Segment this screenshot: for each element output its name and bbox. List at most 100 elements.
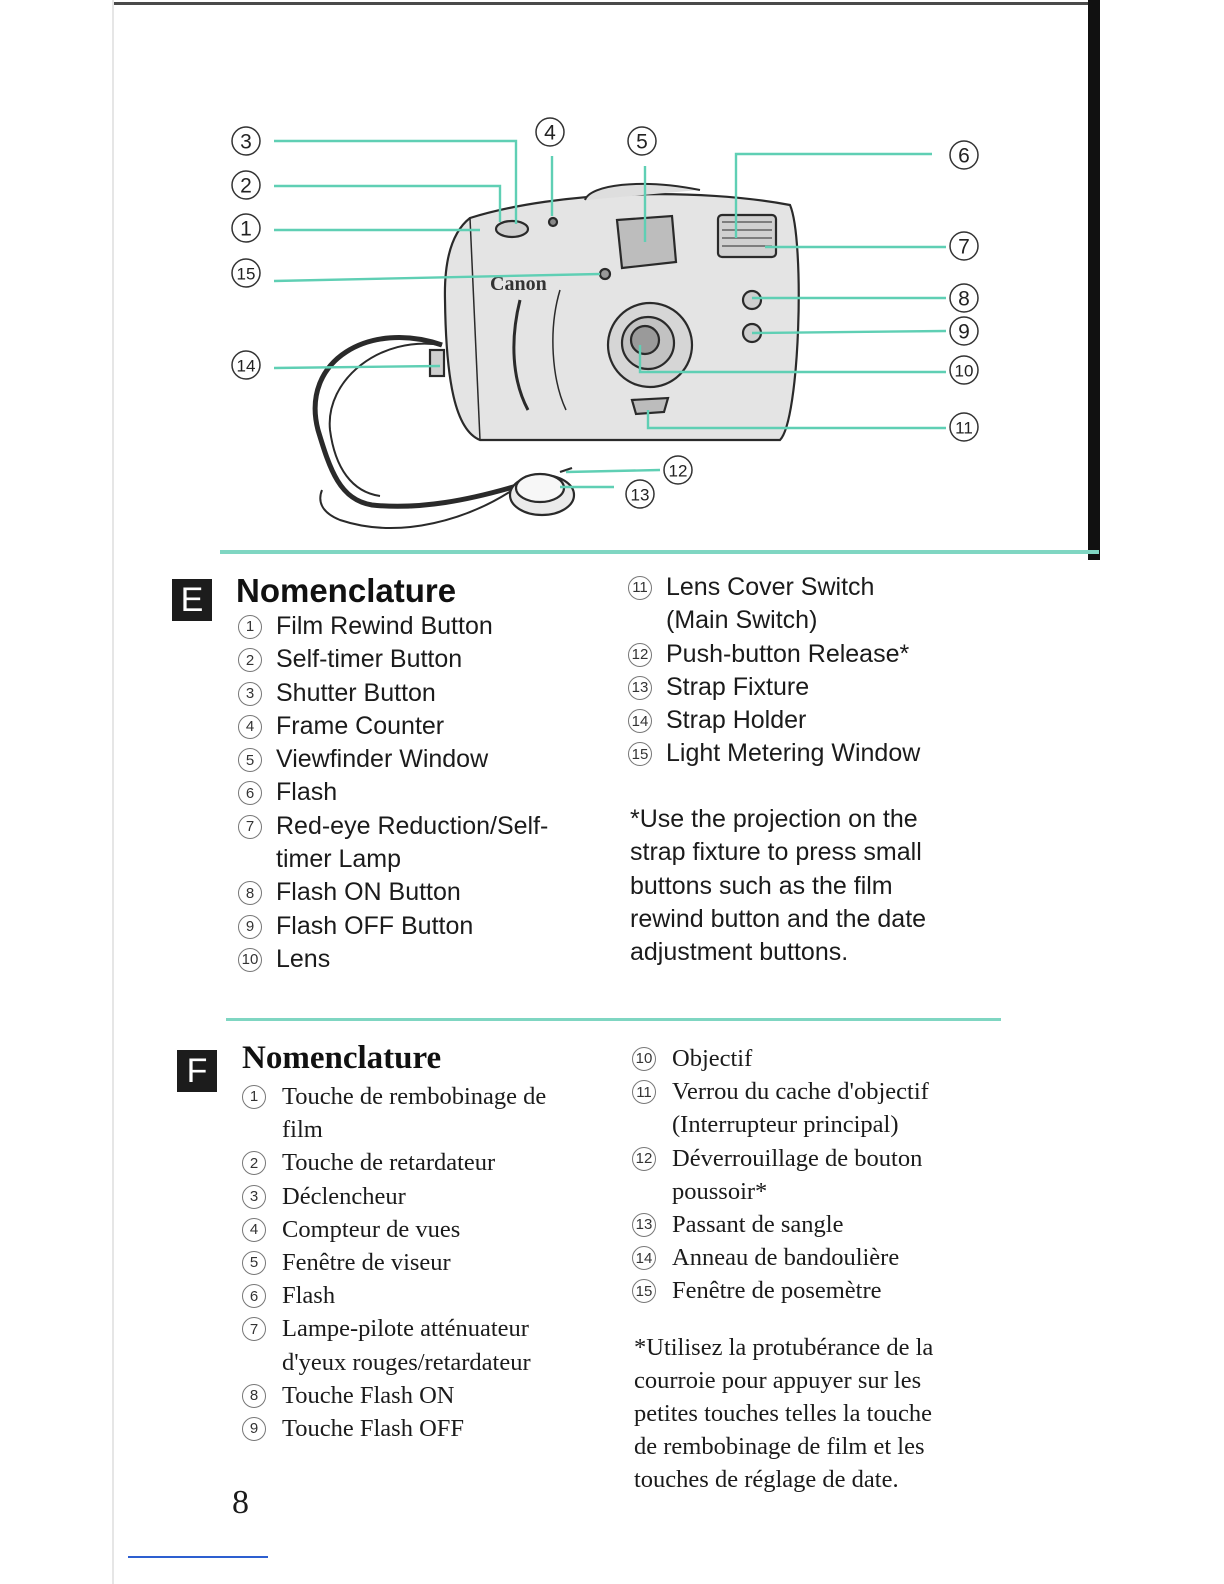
item-number: 8: [242, 1383, 266, 1408]
item-number: 14: [628, 709, 652, 734]
item-number: 4: [242, 1217, 266, 1242]
leader-line-9: [751, 329, 947, 335]
list-item: 7 Red-eye Reduction/Self- timer Lamp: [238, 810, 548, 877]
callout-circle-9: [949, 316, 979, 346]
section-e-divider: [220, 550, 1099, 554]
callout-circle-15: [231, 258, 261, 288]
item-number: 10: [238, 947, 262, 972]
item-label: Flash: [276, 778, 338, 807]
item-label: Fenêtre de posemètre: [672, 1277, 882, 1305]
item-label: Fenêtre de viseur: [282, 1249, 451, 1277]
section-e-title: Nomenclature: [236, 572, 457, 609]
list-item: 4 Compteur de vues: [242, 1213, 546, 1246]
item-number: 8: [238, 881, 262, 906]
callout-circle-10: [949, 355, 979, 385]
callout-numbers: [231, 117, 979, 509]
item-number: 15: [632, 1279, 656, 1304]
item-label: Film Rewind Button: [276, 612, 493, 640]
item-label: Déclencheur: [282, 1182, 406, 1210]
callout-11: 11: [955, 419, 973, 438]
callout-circle-1: [231, 213, 261, 243]
item-number: 2: [242, 1151, 266, 1176]
item-label: Frame Counter: [276, 711, 445, 740]
item-label: Touche Flash OFF: [282, 1415, 465, 1443]
item-number: 13: [632, 1213, 656, 1238]
callout-5: 5: [636, 131, 648, 154]
callout-15: 15: [237, 265, 256, 284]
brand-logo: Canon: [490, 273, 547, 295]
section-e-footnote: *Use the projection on the strap fixture…: [630, 805, 927, 967]
item-number: 12: [628, 642, 652, 667]
callout-circle-13: [625, 479, 655, 509]
section-f-footnote: *Utilisez la protubérance de la courroie…: [634, 1334, 934, 1493]
list-item: 12 Push-button Release*: [628, 638, 920, 671]
leader-line-3: [274, 139, 518, 224]
item-label: Push-button Release*: [666, 639, 910, 668]
item-label: Lens Cover Switch (Main Switch): [666, 573, 875, 635]
leader-line-11: [646, 410, 946, 430]
item-label: Verrou du cache d'objectif (Interrupteur…: [672, 1078, 929, 1139]
callout-circle-14: [231, 350, 261, 380]
item-label: Flash: [282, 1282, 336, 1310]
callout-1: 1: [240, 218, 252, 241]
section-f-title: Nomenclature: [242, 1040, 442, 1076]
list-item: 6 Flash: [242, 1279, 546, 1312]
item-label: Flash ON Button: [276, 878, 461, 907]
bottom-edge-mark: [128, 1556, 268, 1558]
list-item: 2 Self-timer Button: [238, 643, 548, 676]
item-label: Self-timer Button: [276, 645, 463, 674]
list-item: 11 Lens Cover Switch (Main Switch): [628, 571, 920, 638]
item-label: Light Metering Window: [666, 739, 921, 768]
item-number: 7: [238, 814, 262, 839]
leader-line-10: [638, 345, 946, 374]
shutter-button-shape: [494, 219, 530, 239]
callout-9: 9: [958, 321, 970, 344]
item-number: 11: [632, 1080, 656, 1105]
leader-line-2: [274, 184, 502, 222]
section-e-list-right: 11 Lens Cover Switch (Main Switch) 12 Push…: [628, 571, 920, 771]
item-number: 2: [238, 648, 262, 673]
callout-2: 2: [240, 175, 252, 198]
item-label: Passant de sangle: [672, 1211, 844, 1239]
item-number: 10: [632, 1047, 656, 1071]
item-label: Red-eye Reduction/Self- timer Lamp: [276, 811, 549, 874]
item-number: 1: [238, 615, 262, 639]
page-number: 8: [232, 1484, 249, 1521]
item-number: 5: [242, 1251, 266, 1276]
flash-window-shape: [716, 213, 778, 259]
page-edge: [112, 0, 114, 1584]
leader-line-15: [273, 272, 601, 283]
callout-circle-6: [949, 140, 979, 170]
section-f-list-right: 10 Objectif 11 Verrou du cache d'objectif …: [632, 1042, 929, 1308]
page-binding-edge: [1088, 0, 1100, 560]
item-number: 11: [628, 576, 652, 600]
callout-12: 12: [669, 462, 688, 481]
callout-8: 8: [958, 288, 970, 311]
item-number: 6: [242, 1284, 266, 1309]
item-label: Compteur de vues: [282, 1215, 461, 1243]
item-label: Objectif: [672, 1045, 753, 1072]
wrist-strap: [312, 335, 521, 509]
viewfinder-window-shape: [615, 214, 678, 270]
list-item: 10 Objectif: [632, 1042, 929, 1075]
item-label: Lens: [276, 944, 331, 973]
item-label: Flash OFF Button: [276, 911, 474, 940]
leader-lines: [273, 139, 947, 489]
item-label: Strap Fixture: [666, 672, 810, 701]
item-number: 1: [242, 1085, 266, 1109]
callout-3: 3: [240, 131, 252, 154]
section-f-divider: [226, 1018, 1001, 1021]
strap-fixture-shape: [508, 466, 576, 517]
